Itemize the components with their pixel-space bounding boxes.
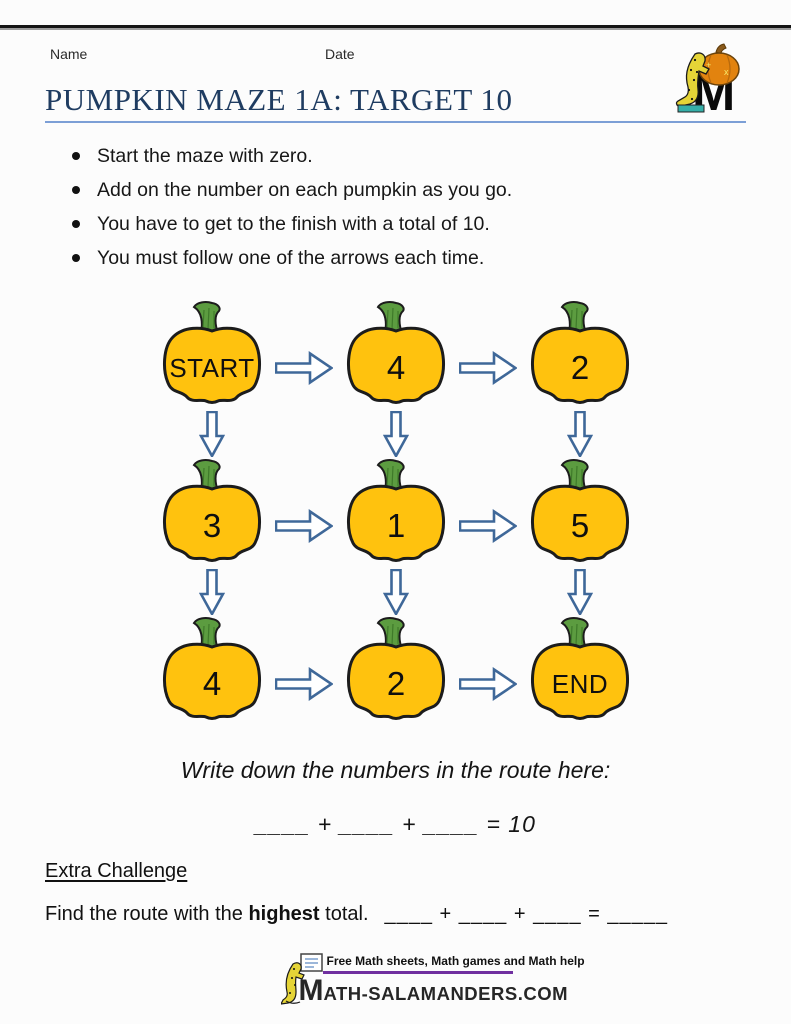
- extra-challenge-equation-blanks: ____ + ____ + ____ = _____: [384, 903, 668, 925]
- route-prompt: Write down the numbers in the route here…: [180, 757, 611, 783]
- pumpkin-label: 2: [386, 665, 406, 702]
- extra-challenge-text: Find the route with the: [45, 903, 249, 925]
- arrow-down-icon: [156, 569, 268, 615]
- pumpkin-start: START: [156, 299, 268, 411]
- route-equation-blanks: ____ + ____ + ____ = 10: [255, 811, 536, 837]
- arrow-right-icon: [268, 299, 340, 411]
- svg-text:+: +: [706, 60, 711, 70]
- page-title: PUMPKIN MAZE 1A: TARGET 10: [45, 82, 513, 117]
- pumpkin-cell: 1: [340, 457, 452, 569]
- footer-logo: Free Math sheets, Math games and Math he…: [280, 952, 585, 1014]
- pumpkin-label: 2: [570, 349, 590, 386]
- arrow-down-icon: [340, 569, 452, 615]
- pumpkin-cell: 2: [524, 299, 636, 411]
- extra-challenge-bold-word: highest: [248, 903, 320, 925]
- instruction-text: You have to get to the finish with a tot…: [97, 212, 490, 235]
- arrow-right-icon: [268, 615, 340, 727]
- arrow-right-icon: [452, 615, 524, 727]
- pumpkin-cell: 5: [524, 457, 636, 569]
- pumpkin-label: 4: [386, 349, 406, 386]
- header-divider: [0, 25, 791, 28]
- instruction-text: Start the maze with zero.: [97, 144, 313, 167]
- date-field-label: Date: [325, 46, 355, 62]
- pumpkin-cell: 4: [340, 299, 452, 411]
- pumpkin-label: START: [169, 352, 255, 383]
- svg-text:x: x: [724, 67, 729, 77]
- instruction-text: Add on the number on each pumpkin as you…: [97, 178, 513, 201]
- extra-challenge-text: total.: [319, 903, 369, 925]
- arrow-right-icon: [452, 299, 524, 411]
- arrow-down-icon: [524, 569, 636, 615]
- instruction-item: You have to get to the finish with a tot…: [66, 207, 512, 241]
- name-field-label: Name: [50, 46, 88, 62]
- footer-wordmark: MATH-SALAMANDERS.COM: [299, 974, 569, 1008]
- arrow-down-icon: [524, 411, 636, 457]
- pumpkin-label: 3: [202, 507, 222, 544]
- pumpkin-cell: 3: [156, 457, 268, 569]
- instruction-text: You must follow one of the arrows each t…: [97, 246, 485, 269]
- pumpkin-label: END: [551, 668, 609, 699]
- pumpkin-label: 4: [202, 665, 222, 702]
- arrow-down-icon: [340, 411, 452, 457]
- extra-challenge-heading: Extra Challenge: [45, 860, 188, 882]
- instruction-item: Start the maze with zero.: [66, 139, 512, 173]
- pumpkin-label: 1: [386, 507, 406, 544]
- arrow-right-icon: [268, 457, 340, 569]
- pumpkin-maze-grid: START 4 2 3: [156, 299, 636, 727]
- extra-challenge-line: Find the route with the highest total. __…: [45, 903, 668, 926]
- header-divider-shadow: [0, 28, 791, 30]
- pumpkin-end: END: [524, 615, 636, 727]
- pumpkin-label: 5: [570, 507, 590, 544]
- pumpkin-cell: 2: [340, 615, 452, 727]
- footer-wordmark-rest: ATH-SALAMANDERS.COM: [323, 983, 568, 1004]
- instruction-item: You must follow one of the arrows each t…: [66, 241, 512, 275]
- footer-wordmark-m: M: [298, 974, 324, 1007]
- footer-purple-rule: [322, 971, 513, 974]
- pumpkin-cell: 4: [156, 615, 268, 727]
- instruction-item: Add on the number on each pumpkin as you…: [66, 173, 512, 207]
- footer-tagline: Free Math sheets, Math games and Math he…: [326, 954, 585, 968]
- title-underline: [45, 121, 746, 123]
- salamander-mascot-icon: [280, 953, 323, 1005]
- instruction-list: Start the maze with zero. Add on the num…: [66, 139, 512, 275]
- arrow-right-icon: [452, 457, 524, 569]
- arrow-down-icon: [156, 411, 268, 457]
- math-salamanders-logo-icon: M + x: [675, 43, 740, 116]
